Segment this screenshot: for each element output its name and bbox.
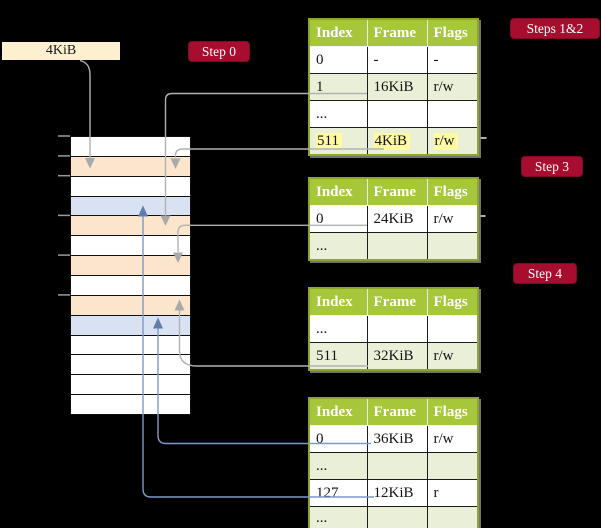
table-row: 0 - -: [309, 46, 478, 74]
col-header-flags: Flags: [426, 288, 478, 316]
cell-index: 511: [309, 127, 367, 155]
cell-index: ...: [309, 506, 367, 528]
cell-flags: r/w: [426, 205, 478, 233]
memory-stack: [70, 136, 191, 415]
table-row: 127 12KiB r: [309, 479, 478, 507]
cell-flags: [426, 100, 478, 128]
cell-flags: -: [426, 46, 478, 74]
cell-index: 0: [309, 46, 367, 74]
cell-index: ...: [309, 452, 367, 480]
col-header-flags: Flags: [426, 178, 478, 206]
table-row: ...: [309, 100, 478, 128]
page-table-root: Index Frame Flags 0 - - 1 16KiB r/w ... …: [308, 18, 479, 156]
col-header-frame: Frame: [366, 178, 427, 206]
highlighted-value: 511: [316, 133, 342, 150]
memory-frame-row: [71, 175, 190, 196]
cell-frame: [366, 232, 427, 260]
col-header-index: Index: [309, 288, 367, 316]
memory-frame-row: [71, 215, 190, 236]
badge-step-4: Step 4: [514, 264, 576, 283]
cell-index: 0: [309, 425, 367, 453]
frame-size-label: 4KiB: [2, 42, 120, 60]
table-row: ...: [309, 506, 478, 528]
cell-index: ...: [309, 100, 367, 128]
cell-frame: -: [366, 46, 427, 74]
memory-frame-row: [71, 275, 190, 295]
cell-frame: 16KiB: [366, 73, 427, 101]
memory-frame-row: [71, 137, 190, 156]
col-header-flags: Flags: [426, 398, 478, 426]
table-row: ...: [309, 232, 478, 260]
col-header-frame: Frame: [366, 288, 427, 316]
cell-flags: r/w: [426, 425, 478, 453]
memory-frame-row: [71, 394, 190, 415]
col-header-index: Index: [309, 398, 367, 426]
badge-step-3: Step 3: [522, 157, 582, 176]
badge-steps-1-2: Steps 1&2: [511, 19, 599, 38]
cell-frame: 12KiB: [366, 479, 427, 507]
table-row: ...: [309, 452, 478, 480]
col-header-frame: Frame: [366, 398, 427, 426]
cell-frame: 24KiB: [366, 205, 427, 233]
cell-flags: r: [426, 479, 478, 507]
memory-frame-row: [71, 155, 190, 176]
cell-frame: [366, 315, 427, 343]
badge-step-0: Step 0: [189, 42, 249, 61]
memory-frame-row: [71, 235, 190, 256]
cell-index: 1: [309, 73, 367, 101]
col-header-flags: Flags: [426, 19, 478, 47]
table-row: 0 36KiB r/w: [309, 425, 478, 453]
cell-frame: [366, 100, 427, 128]
cell-flags: r/w: [426, 127, 478, 155]
cell-flags: [426, 315, 478, 343]
highlighted-value: r/w: [433, 133, 458, 150]
memory-frame-row: [71, 374, 190, 395]
cell-index: ...: [309, 232, 367, 260]
cell-frame: [366, 506, 427, 528]
cell-index: 0: [309, 205, 367, 233]
memory-frame-row: [71, 255, 190, 276]
cell-frame: 36KiB: [366, 425, 427, 453]
cell-index: 511: [309, 342, 367, 370]
table-header-row: Index Frame Flags: [309, 288, 478, 316]
table-header-row: Index Frame Flags: [309, 19, 478, 47]
table-row-recursive-mapping: 511 4KiB r/w: [309, 127, 478, 155]
table-row: 511 32KiB r/w: [309, 342, 478, 370]
memory-frame-row: [71, 314, 190, 335]
memory-frame-row: [71, 334, 190, 355]
memory-frame-row: [71, 294, 190, 315]
page-table-level4: Index Frame Flags 0 36KiB r/w ... 127 12…: [308, 397, 479, 528]
page-table-level3: Index Frame Flags ... 511 32KiB r/w: [308, 287, 479, 371]
memory-frame-row: [71, 195, 190, 216]
cell-flags: [426, 452, 478, 480]
cell-frame: 4KiB: [366, 127, 427, 155]
highlighted-value: 4KiB: [373, 133, 411, 150]
cell-flags: [426, 232, 478, 260]
table-header-row: Index Frame Flags: [309, 178, 478, 206]
page-table-level2: Index Frame Flags 0 24KiB r/w ...: [308, 177, 479, 261]
table-row: 0 24KiB r/w: [309, 205, 478, 233]
cell-flags: r/w: [426, 73, 478, 101]
col-header-index: Index: [309, 19, 367, 47]
cell-flags: [426, 506, 478, 528]
col-header-frame: Frame: [366, 19, 427, 47]
cell-frame: [366, 452, 427, 480]
cell-index: ...: [309, 315, 367, 343]
table-header-row: Index Frame Flags: [309, 398, 478, 426]
memory-frame-row: [71, 354, 190, 375]
table-row: ...: [309, 315, 478, 343]
cell-index: 127: [309, 479, 367, 507]
col-header-index: Index: [309, 178, 367, 206]
cell-flags: r/w: [426, 342, 478, 370]
table-row: 1 16KiB r/w: [309, 73, 478, 101]
cell-frame: 32KiB: [366, 342, 427, 370]
